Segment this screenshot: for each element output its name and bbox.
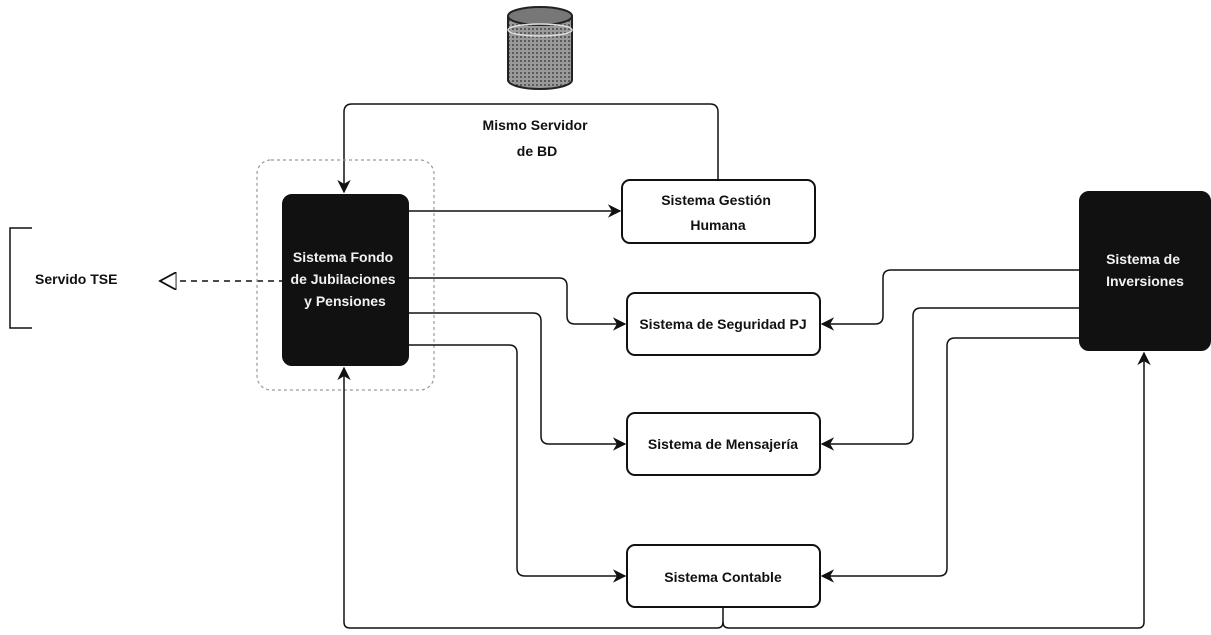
contable-feedback-connectors [337, 351, 1151, 629]
main-system-boundary [256, 159, 435, 391]
seguridad-label: Sistema de Seguridad PJ [639, 316, 806, 332]
mensajeria-label: Sistema de Mensajería [648, 436, 798, 452]
connector-main-seguridad [408, 277, 627, 331]
investment-system-label: Sistema de Inversiones [1106, 251, 1184, 289]
database-icon [507, 6, 573, 90]
investment-system-box [1079, 191, 1211, 351]
connector-main-contable [408, 344, 627, 583]
external-service-bracket [9, 227, 32, 329]
investment-system-connectors [820, 269, 1080, 583]
mensajeria-box [626, 412, 821, 476]
shared-db-connector [337, 103, 719, 194]
gestion-humana-box [621, 179, 816, 244]
db-server-label: Mismo Servidor de BD [483, 117, 592, 159]
connector-main-mensajeria [408, 312, 627, 451]
gestion-humana-label: Sistema Gestión Humana [661, 192, 775, 233]
contable-label: Sistema Contable [664, 569, 782, 585]
connector-inv-seguridad [820, 269, 1080, 331]
external-service-label: Servido TSE [35, 271, 117, 287]
seguridad-box [626, 292, 821, 356]
connector-contable-investment [722, 351, 1151, 629]
main-system-label: Sistema Fondo de Jubilaciones y Pensione… [291, 249, 400, 309]
connector-inv-mensajeria [820, 307, 1080, 451]
main-system-box [282, 194, 409, 366]
connector-inv-contable [820, 337, 1080, 583]
main-system-connectors [408, 204, 627, 583]
